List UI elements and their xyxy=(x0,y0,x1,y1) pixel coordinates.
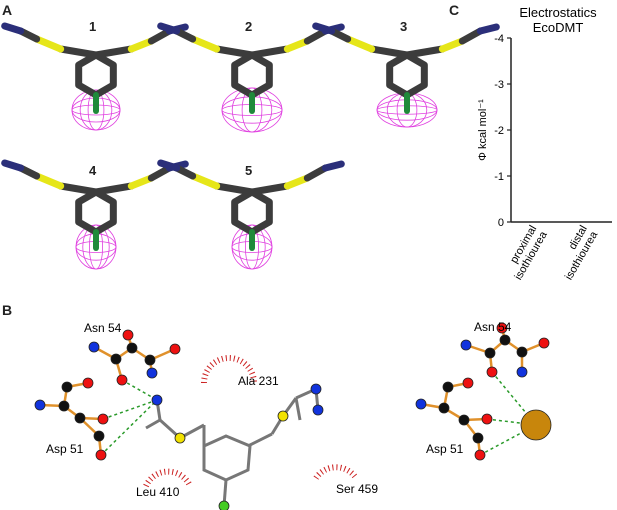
bond xyxy=(92,45,135,59)
sulfur-bond xyxy=(283,174,311,190)
sulfur-bond xyxy=(127,174,155,190)
molecule-label-2: 2 xyxy=(245,19,253,34)
bond xyxy=(248,45,291,59)
nitrogen-bond xyxy=(157,159,181,172)
left-interaction-diagram: Asn 54 Asp 51 Ala 231 Leu 410 Ser 459 xyxy=(34,321,378,510)
y-axis-label: Φ kcal mol⁻¹ xyxy=(477,99,489,161)
molecule-label-3: 3 xyxy=(400,19,408,34)
nitrogen-bond xyxy=(1,159,25,172)
residue-label-ala231: Ala 231 xyxy=(238,374,279,388)
molecule-5 xyxy=(157,159,345,270)
bond xyxy=(213,182,256,196)
hbonds-right xyxy=(479,371,537,456)
panel-label-a: A xyxy=(2,2,13,18)
molecule-2 xyxy=(157,22,345,133)
bond xyxy=(248,182,291,196)
bond xyxy=(368,45,411,59)
molecule-label-4: 4 xyxy=(89,163,97,178)
residue-label-asn54-right: Asn 54 xyxy=(474,320,512,334)
chart-title-line: Electrostatics xyxy=(519,5,597,20)
residue-label-ser459: Ser 459 xyxy=(336,482,378,496)
sulfur-bond xyxy=(344,35,376,53)
nitrogen-bond xyxy=(312,22,336,35)
y-tick-label: 0 xyxy=(498,217,504,229)
sulfur-bond xyxy=(189,35,221,53)
electron-density-mesh xyxy=(71,89,121,131)
chart-axes: 0 -1 -2 -3 -4 Φ kcal mol⁻¹ xyxy=(477,33,612,229)
bond xyxy=(92,182,135,196)
residue-label-leu410: Leu 410 xyxy=(136,485,180,499)
molecule-label-1: 1 xyxy=(89,19,97,34)
residue-label-asp51-left: Asp 51 xyxy=(46,442,84,456)
residue-label-asn54-left: Asn 54 xyxy=(84,321,122,335)
molecule-label-5: 5 xyxy=(245,163,253,178)
nitrogen-bond xyxy=(476,23,500,35)
sulfur-bond xyxy=(283,37,311,53)
atoms-right xyxy=(415,322,552,461)
asn54-bonds-left xyxy=(93,334,176,381)
panel-label-b: B xyxy=(2,302,13,318)
right-interaction-diagram: Asn 54 Asp 51 xyxy=(415,320,552,461)
hbonds-left xyxy=(100,379,158,456)
sulfur-bond xyxy=(33,172,65,190)
chart-title-line: EcoDMT xyxy=(533,20,584,35)
electron-density-mesh xyxy=(221,87,283,133)
nitrogen-bond xyxy=(157,22,181,35)
y-tick-label: -1 xyxy=(494,171,504,183)
y-tick-label: -2 xyxy=(494,125,504,137)
atoms-left xyxy=(34,329,324,510)
sulfur-bond xyxy=(189,172,221,190)
residue-label-asp51-right: Asp 51 xyxy=(426,442,464,456)
bond xyxy=(57,182,100,196)
sulfur-bond xyxy=(33,35,65,53)
electron-density-mesh xyxy=(75,224,117,270)
hydrophobic-contacts-left xyxy=(143,355,359,488)
y-tick-label: -3 xyxy=(494,79,504,91)
sulfur-bond xyxy=(127,37,155,53)
panel-label-c: C xyxy=(449,2,460,18)
sulfur-bond xyxy=(438,37,466,53)
molecule-3 xyxy=(312,22,500,128)
nitrogen-bond xyxy=(1,22,25,35)
bond xyxy=(403,45,446,59)
nitrogen-bond xyxy=(321,160,345,172)
molecule-1 xyxy=(1,22,189,131)
bond xyxy=(213,45,256,59)
bond xyxy=(57,45,100,59)
y-tick-label: -4 xyxy=(494,33,504,45)
